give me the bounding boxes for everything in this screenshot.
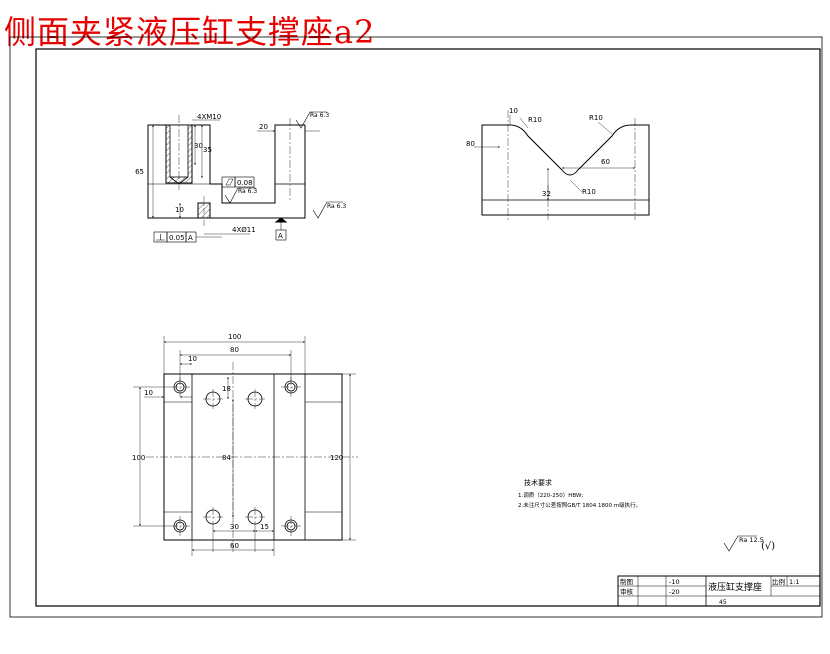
front-dim-thread: 4XM10 [197,113,221,121]
top-dim-100-top: 100 [228,333,241,341]
side-view [474,110,650,220]
title-block-material: 45 [719,599,727,606]
top-dim-100-left: 100 [132,454,145,462]
title-block-scale-value: 1:1 [789,578,799,586]
side-dim-r10-b: R10 [589,114,603,122]
top-dim-10-top: 10 [188,355,197,363]
drawing-frame [35,48,821,607]
general-roughness: Ra 12.5 (√) [723,535,775,552]
side-dim-r10-a: R10 [528,116,542,124]
top-dim-80: 80 [230,346,239,354]
front-roughness-bottom: Ra 6.3 [327,203,346,210]
front-dim-65: 65 [135,168,144,176]
front-dim-10: 10 [175,206,184,214]
title-block-date-draw: -10 [669,578,680,586]
front-view-outline [147,124,306,219]
technical-notes: 技术要求 1.调质（220-250）HBW; 2.未注尺寸公差按照GB/T 18… [518,478,641,509]
general-roughness-value: Ra 12.5 [739,536,764,544]
top-dim-60: 60 [230,542,239,550]
notes-line-1: 1.调质（220-250）HBW; [518,491,583,499]
side-dim-60: 60 [601,158,610,166]
perpendicularity-datum: A [188,234,193,242]
title-block-label-check: 审核 [620,587,634,596]
side-dim-r10-c: R10 [582,188,596,196]
side-dim-32: 32 [542,190,551,198]
drawing-title: 侧面夹紧液压缸支撑座a2 [4,13,376,51]
notes-line-2: 2.未注尺寸公差按照GB/T 1804 1800 m级执行。 [518,501,641,509]
top-view [133,336,358,556]
front-roughness-step: Ra 6.3 [238,188,257,195]
general-roughness-suffix: (√) [761,541,775,552]
title-block-part-name: 液压缸支撑座 [708,581,762,593]
sheet-border [9,36,823,618]
perpendicularity-value: 0.05 [169,234,185,242]
top-dim-10-left: 10 [144,389,153,397]
title-block-date-check: -20 [669,588,680,596]
flatness-value: 0.08 [237,179,253,187]
title-block-label-scale: 比例 [772,577,785,586]
notes-heading: 技术要求 [524,478,552,487]
top-view-labels: 100 80 10 10 18 100 84 120 30 15 60 [132,333,343,550]
front-view-labels: 4XM10 30 35 65 20 10 4XØ11 Ra 6.3 Ra 6.3… [135,112,346,242]
top-dim-84: 84 [222,454,231,462]
top-dim-30: 30 [230,523,239,531]
title-block [617,575,821,607]
title-block-text: 制图 审核 -10 -20 液压缸支撑座 比例 1:1 45 [620,577,799,606]
top-dim-15: 15 [260,523,269,531]
front-dim-35: 35 [203,146,212,154]
top-dim-18: 18 [222,385,231,393]
front-roughness-top: Ra 6.3 [310,112,329,119]
top-dim-120: 120 [330,454,343,462]
front-dim-30: 30 [194,142,203,150]
datum-a-label: A [278,232,283,240]
side-dim-10: 10 [509,107,518,115]
front-view [147,111,343,243]
title-block-label-draw: 制图 [620,577,633,586]
side-view-outline [481,124,650,216]
front-dim-holes: 4XØ11 [232,226,256,234]
side-view-labels: 10 R10 R10 R10 80 60 32 [466,107,610,198]
front-dim-20: 20 [259,123,268,131]
side-dim-80: 80 [466,140,475,148]
